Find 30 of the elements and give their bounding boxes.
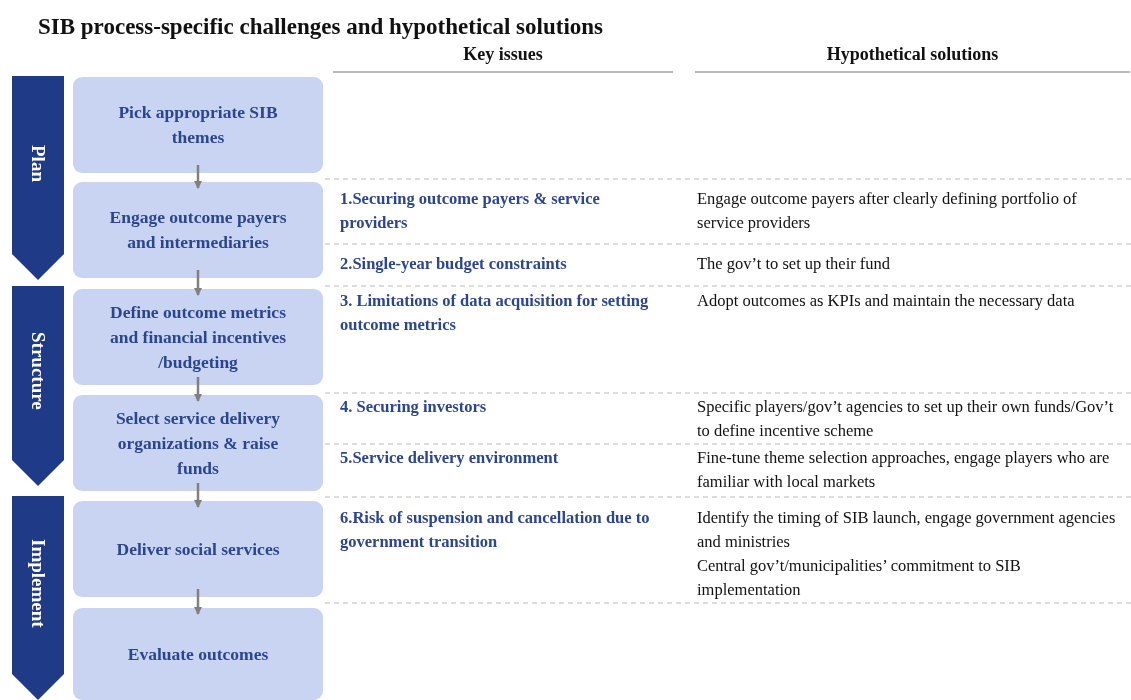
solution-text: Identify the timing of SIB launch, engage government agencies and ministries [697,507,1117,553]
arrow [194,483,202,508]
column-header: Key issues [462,44,544,65]
solution-text: Engage outcome payers after clearly defining portfolio of service providers [697,188,1078,234]
solution-text: Adopt outcomes as KPIs and maintain the necessary data [697,290,1076,312]
issue-text: 5.Service delivery environment [340,447,560,469]
process-box: Engage outcome payers and intermediaries [73,182,323,278]
process-box: Deliver social services [73,501,323,597]
arrow [194,589,202,615]
phase-band: Plan [12,76,64,280]
process-box: Define outcome metrics and financial incentives /budgeting [73,289,323,385]
phase-band: Structure [12,286,64,486]
arrow [194,270,202,296]
solution-text: Central gov’t/municipalities’ commitment to SIB implementation [697,555,1022,601]
issue-text: 3. Limitations of data acquisition for setting outcome metrics [340,290,650,336]
issue-text: 4. Securing investors [340,396,488,418]
solution-text: Specific players/gov’t agencies to set up their own funds/Gov’t to define incentive scheme [697,396,1115,442]
column-header: Hypothetical solutions [825,44,1000,65]
issue-text: 1.Securing outcome payers & service providers [340,188,601,234]
arrow [194,165,202,189]
issue-text: 2.Single-year budget constraints [340,253,568,275]
issue-text: 6.Risk of suspension and cancellation due to government transition [340,507,651,553]
phase-band: Implement [12,496,64,700]
process-box: Evaluate outcomes [73,608,323,700]
process-box: Select service delivery organizations & raise funds [73,395,323,491]
solution-text: Fine-tune theme selection approaches, engage players who are familiar with local markets [697,447,1111,493]
process-box: Pick appropriate SIB themes [73,77,323,173]
title: SIB process-specific challenges and hypothetical solutions [38,14,605,40]
arrow [194,377,202,402]
solution-text: The gov’t to set up their fund [697,253,892,275]
